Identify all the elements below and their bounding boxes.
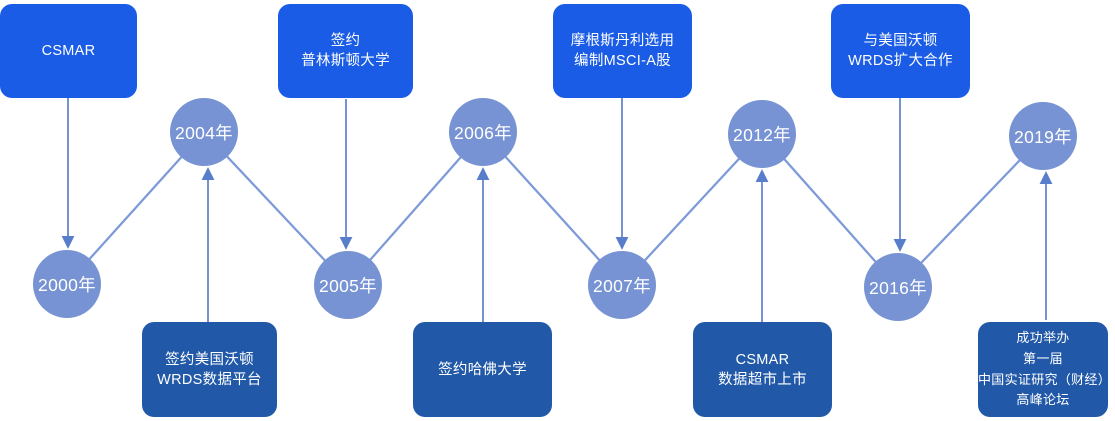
event-box-2006: 签约哈佛大学 xyxy=(413,322,552,417)
event-box-2012: CSMAR 数据超市上市 xyxy=(693,322,832,417)
event-box-2004: 签约美国沃顿 WRDS数据平台 xyxy=(142,322,277,417)
event-text-line: 编制MSCI-A股 xyxy=(574,53,671,69)
event-text-line: 摩根斯丹利选用 xyxy=(570,33,675,49)
year-circle-2012: 2012年 xyxy=(728,100,796,168)
event-text-line: 第一届 xyxy=(1023,350,1063,366)
event-text-line: 签约 xyxy=(330,33,361,49)
event-text-line: 普林斯顿大学 xyxy=(301,53,390,69)
year-label: 2007年 xyxy=(593,275,651,296)
event-text-line: WRDS扩大合作 xyxy=(848,53,953,69)
year-label: 2019年 xyxy=(1014,126,1072,147)
year-label: 2000年 xyxy=(38,274,96,295)
event-text-line: 高峰论坛 xyxy=(1016,392,1070,408)
year-label: 2012年 xyxy=(733,124,791,145)
year-circle-2019: 2019年 xyxy=(1009,102,1077,170)
connector-2016-2019 xyxy=(897,135,1044,288)
event-text-line: WRDS数据平台 xyxy=(157,371,262,388)
year-circle-2006: 2006年 xyxy=(449,98,517,166)
event-text-line: CSMAR xyxy=(735,351,790,368)
year-circle-2004: 2004年 xyxy=(170,98,238,166)
event-text-line: 成功举办 xyxy=(1016,329,1070,345)
year-circle-2016: 2016年 xyxy=(864,253,932,321)
event-text-line: CSMAR xyxy=(41,43,96,59)
event-text-line: 数据超市上市 xyxy=(718,371,807,388)
event-box-2007: 摩根斯丹利选用 编制MSCI-A股 xyxy=(553,4,692,98)
event-text-line: 签约美国沃顿 xyxy=(165,351,254,368)
event-box-2000: CSMAR xyxy=(0,4,137,98)
year-label: 2016年 xyxy=(869,277,927,298)
year-circle-2007: 2007年 xyxy=(588,251,656,319)
year-circle-2000: 2000年 xyxy=(33,250,101,318)
event-text-line: 与美国沃顿 xyxy=(863,33,938,49)
event-text-line: 中国实证研究（财经） xyxy=(978,371,1112,387)
event-box-2019: 成功举办 第一届 中国实证研究（财经） 高峰论坛 xyxy=(978,322,1112,417)
event-box-2016: 与美国沃顿 WRDS扩大合作 xyxy=(831,4,970,98)
year-label: 2004年 xyxy=(175,122,233,143)
event-text-line: 签约哈佛大学 xyxy=(438,361,527,378)
year-circle-2005: 2005年 xyxy=(314,251,382,319)
event-box-2005: 签约 普林斯顿大学 xyxy=(278,4,413,98)
year-label: 2005年 xyxy=(319,275,377,296)
year-label: 2006年 xyxy=(454,122,512,143)
